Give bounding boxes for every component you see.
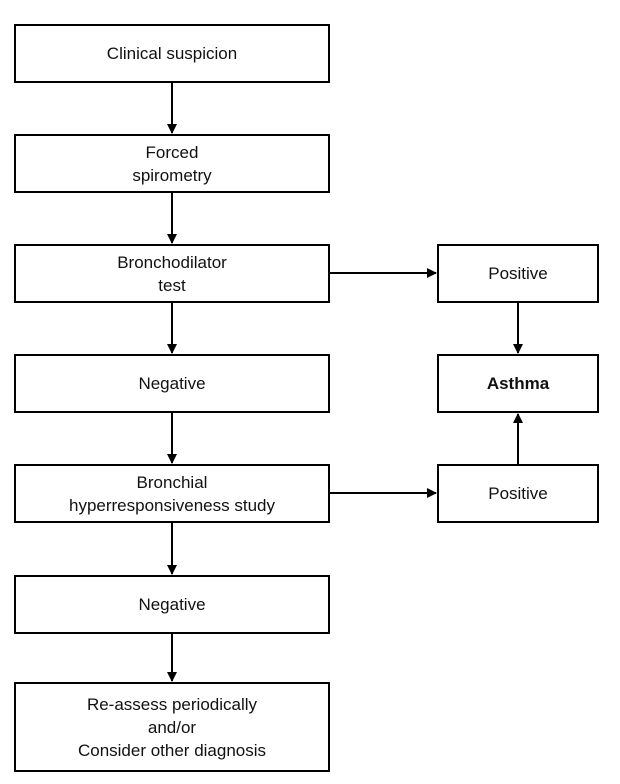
negative-box-1: Negative xyxy=(14,354,330,413)
negative-box-2: Negative xyxy=(14,575,330,634)
clinical-suspicion-box: Clinical suspicion xyxy=(14,24,330,83)
positive-box-2: Positive xyxy=(437,464,599,523)
bronchodilator-test-box: Bronchodilator test xyxy=(14,244,330,303)
positive-box-1: Positive xyxy=(437,244,599,303)
bronchial-hyperresponsiveness-study-label: Bronchial hyperresponsiveness study xyxy=(68,472,275,515)
clinical-suspicion-label: Clinical suspicion xyxy=(106,44,238,63)
positive-label-1: Positive xyxy=(488,264,548,283)
forced-spirometry-box: Forced spirometry xyxy=(14,134,330,193)
bronchodilator-test-label: Bronchodilator test xyxy=(117,252,227,295)
positive-label-2: Positive xyxy=(488,484,548,503)
bronchial-hyperresponsiveness-study-box: Bronchial hyperresponsiveness study xyxy=(14,464,330,523)
negative-label-2: Negative xyxy=(138,595,206,614)
asthma-label: Asthma xyxy=(486,374,550,393)
negative-label-1: Negative xyxy=(138,374,206,393)
re-assess-label: Re-assess periodically and/or Consider o… xyxy=(77,694,267,760)
forced-spirometry-label: Forced spirometry xyxy=(132,142,212,185)
re-assess-box: Re-assess periodically and/or Consider o… xyxy=(14,682,330,772)
asthma-box: Asthma xyxy=(437,354,599,413)
